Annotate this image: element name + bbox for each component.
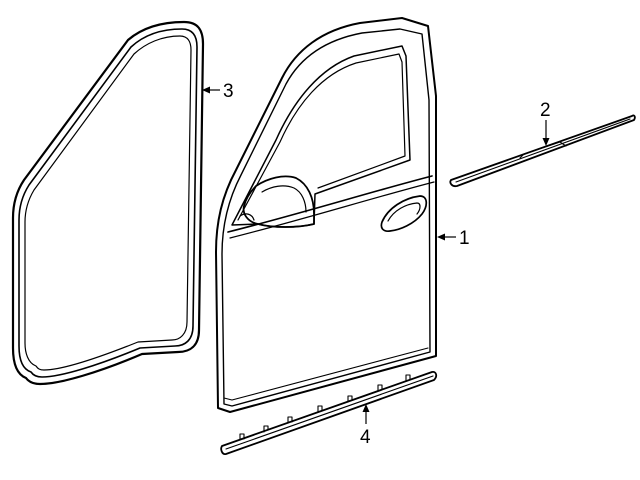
callout-number-4: 4 (360, 427, 371, 448)
door-shell[interactable] (215, 17, 437, 413)
callout-leader-3 (202, 86, 220, 94)
callout-leader-1 (437, 233, 456, 241)
callout-number-2: 2 (540, 100, 551, 121)
callout-leader-4 (362, 404, 370, 424)
rocker-molding[interactable] (220, 370, 438, 455)
callout-leader-2 (542, 120, 550, 146)
callout-number-3: 3 (223, 81, 234, 102)
belt-molding[interactable] (449, 114, 636, 188)
callout-number-1: 1 (459, 228, 470, 249)
door-weatherstrip[interactable] (11, 20, 205, 386)
